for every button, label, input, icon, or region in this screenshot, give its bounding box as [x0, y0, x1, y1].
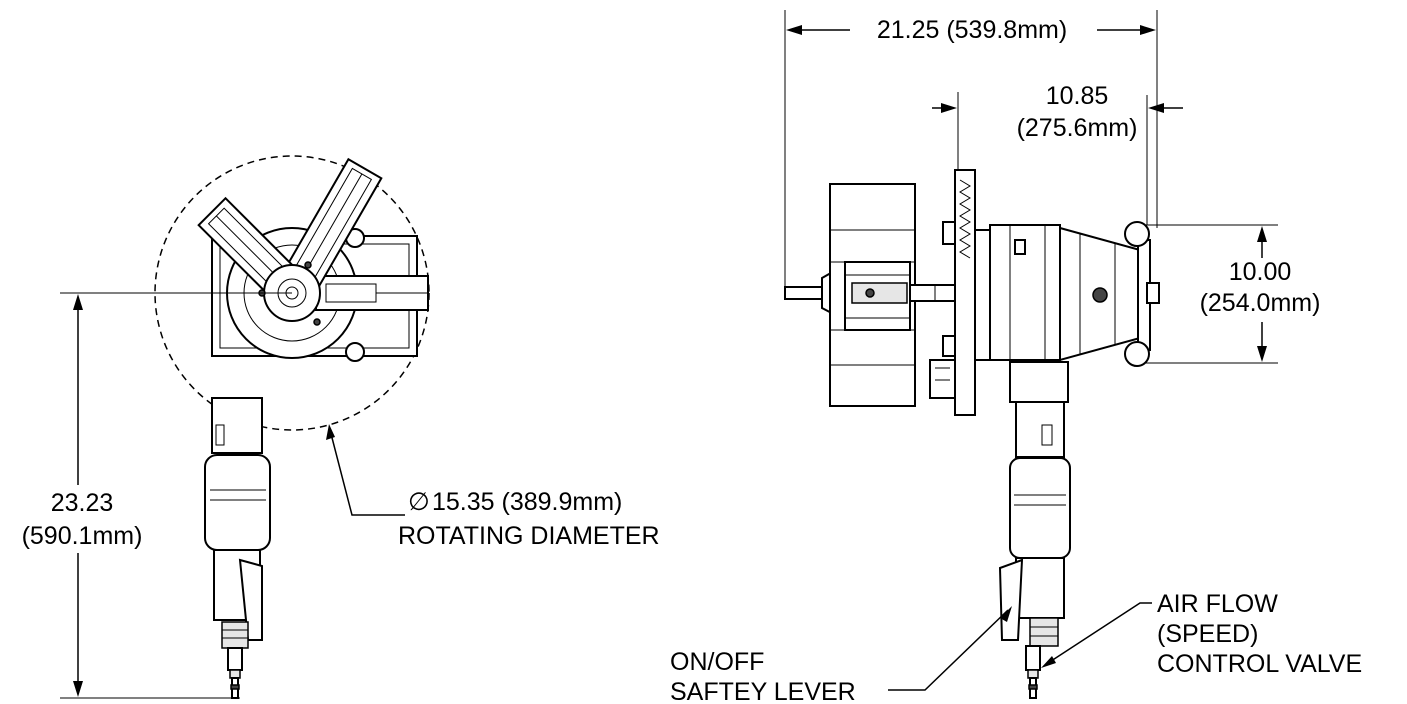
air-flow-label-line2: (SPEED) — [1157, 620, 1258, 648]
side-safety-lever — [998, 558, 1024, 641]
side-motor-body — [1009, 457, 1071, 559]
air-flow-leader — [1044, 602, 1152, 666]
head-length-inches-label: 10.85 — [1046, 82, 1109, 110]
side-air-valve — [1029, 617, 1059, 647]
front-gear-housing — [211, 397, 263, 454]
diameter-symbol: ∅ — [408, 488, 430, 516]
height-inches-label: 23.23 — [51, 489, 114, 517]
onoff-label-line2: SAFTEY LEVER — [670, 678, 856, 704]
air-flow-label-line3: CONTROL VALVE — [1157, 650, 1362, 678]
diameter-caption-label: ROTATING DIAMETER — [398, 522, 660, 550]
front-view: 23.23 (590.1mm) ∅ 15.35 (389.9mm) ROTATI… — [8, 155, 660, 699]
diameter-leader — [329, 429, 405, 516]
handwheel-inches-label: 10.00 — [1229, 258, 1292, 286]
side-gear-housing — [1009, 361, 1069, 403]
air-flow-label-line1: AIR FLOW — [1157, 590, 1278, 618]
overall-length-label: 21.25 (539.8mm) — [877, 16, 1067, 44]
side-view: 21.25 (539.8mm) 10.85 (275.6mm) 10.00 (2… — [670, 10, 1362, 704]
height-mm-label: (590.1mm) — [22, 522, 143, 550]
diameter-value-label: 15.35 (389.9mm) — [432, 488, 622, 516]
head-length-mm-label: (275.6mm) — [1017, 114, 1138, 142]
onoff-leader — [888, 609, 1009, 691]
front-motor-body — [204, 454, 271, 551]
handwheel-mm-label: (254.0mm) — [1200, 289, 1321, 317]
onoff-label-line1: ON/OFF — [670, 648, 764, 676]
